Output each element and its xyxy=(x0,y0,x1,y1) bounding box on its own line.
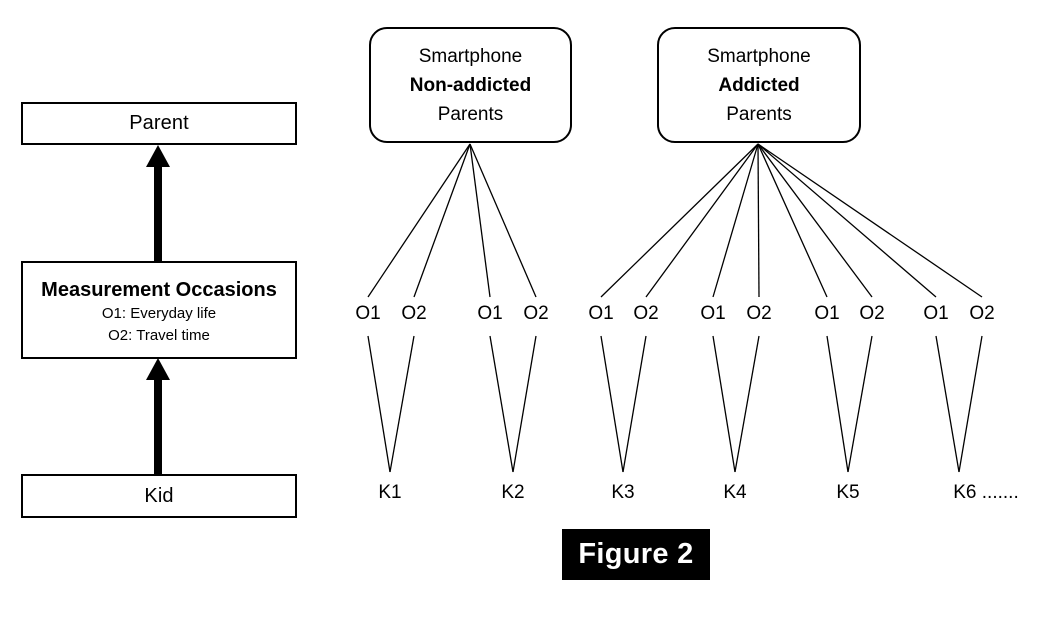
kid-label-k1: K1 xyxy=(378,482,402,503)
group-label-line-3: Parents xyxy=(726,103,792,125)
kid-label-k6: K6 ....... xyxy=(953,482,1019,503)
occasion-label-k5-o1: O1 xyxy=(814,303,840,324)
measurement-occasion-o1: O1: Everyday life xyxy=(101,305,217,322)
parent-box-label: Parent xyxy=(129,112,189,134)
group-label-line-2: Non-addicted xyxy=(409,74,532,96)
kid-label-k5: K5 xyxy=(836,482,860,503)
occasion-label-k6-o1: O1 xyxy=(923,303,949,324)
arrow-measurement-to-parent xyxy=(146,145,170,261)
occasion-label-k4-o2: O2 xyxy=(746,303,772,324)
v-connector-k4 xyxy=(712,335,760,473)
occasion-label-k5-o2: O2 xyxy=(859,303,885,324)
occasion-label-k3-o1: O1 xyxy=(588,303,614,324)
v-connector-k6 xyxy=(935,335,983,473)
parent-box: Parent xyxy=(21,102,297,145)
group-box-addicted: Smartphone Addicted Parents xyxy=(657,27,861,143)
group-label-line-1: Smartphone xyxy=(707,45,811,67)
v-connector-k3 xyxy=(600,335,647,473)
measurement-occasion-o2: O2: Travel time xyxy=(108,327,210,344)
group-label-line-2: Addicted xyxy=(718,74,800,96)
fan-nonaddicted-to-occasions xyxy=(367,143,537,298)
occasion-label-k1-o2: O2 xyxy=(401,303,427,324)
group-label-line-3: Parents xyxy=(437,103,504,125)
kid-box-label: Kid xyxy=(144,484,174,507)
occasion-label-k1-o1: O1 xyxy=(355,303,381,324)
kid-box: Kid xyxy=(21,474,297,518)
occasion-label-k3-o2: O2 xyxy=(633,303,659,324)
kid-label-k2: K2 xyxy=(501,482,525,503)
arrow-kid-to-measurement xyxy=(146,358,170,474)
occasion-label-k4-o1: O1 xyxy=(700,303,726,324)
measurement-occasions-box: Measurement Occasions O1: Everyday life … xyxy=(21,261,297,359)
figure-caption: Figure 2 xyxy=(562,529,710,580)
occasion-label-k6-o2: O2 xyxy=(969,303,995,324)
v-connector-k5 xyxy=(826,335,873,473)
group-box-non-addicted: Smartphone Non-addicted Parents xyxy=(369,27,572,143)
kid-label-k4: K4 xyxy=(723,482,747,503)
group-label-line-1: Smartphone xyxy=(418,45,523,67)
measurement-occasions-title: Measurement Occasions xyxy=(41,279,277,301)
v-connector-k2 xyxy=(489,335,537,473)
kid-label-k3: K3 xyxy=(611,482,635,503)
v-connector-k1 xyxy=(367,335,415,473)
occasion-label-k2-o2: O2 xyxy=(523,303,549,324)
fan-addicted-to-occasions xyxy=(600,143,983,298)
occasion-label-k2-o1: O1 xyxy=(477,303,503,324)
